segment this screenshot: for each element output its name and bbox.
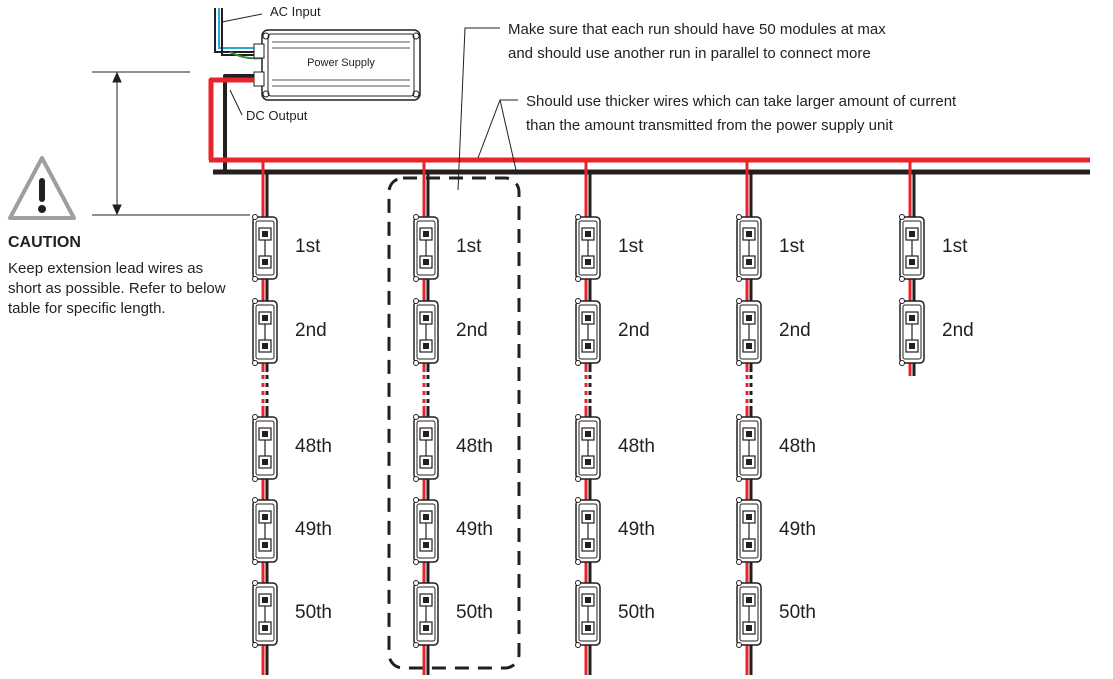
led-module	[899, 214, 925, 282]
led-module	[575, 414, 601, 482]
run-2	[413, 160, 439, 675]
module-order-label: 2nd	[618, 320, 650, 341]
power-supply-unit	[253, 29, 421, 101]
run-1	[252, 160, 278, 675]
run-3	[575, 160, 601, 675]
led-module	[252, 414, 278, 482]
thicker-wires-note-line2: than the amount transmitted from the pow…	[526, 117, 893, 134]
module-order-label: 1st	[456, 236, 482, 257]
led-module	[252, 214, 278, 282]
caution-title: CAUTION	[8, 234, 81, 251]
power-supply-label: Power Supply	[307, 57, 375, 69]
led-module	[413, 214, 439, 282]
led-module	[413, 414, 439, 482]
module-order-label: 1st	[779, 236, 805, 257]
led-module	[736, 298, 762, 366]
max-modules-note-line2: and should use another run in parallel t…	[508, 45, 871, 62]
led-module	[899, 298, 925, 366]
length-dimension	[92, 71, 250, 216]
runs	[252, 160, 925, 675]
module-order-label: 49th	[779, 519, 816, 540]
module-order-label: 50th	[456, 602, 493, 623]
ac-input-wires	[214, 8, 263, 60]
ac-input-label: AC Input	[270, 4, 321, 19]
module-order-label: 1st	[295, 236, 321, 257]
dc-output-label: DC Output	[246, 108, 308, 123]
thicker-wires-note-line1: Should use thicker wires which can take …	[526, 93, 957, 110]
led-module	[575, 298, 601, 366]
dc-output-wires	[208, 74, 254, 172]
module-order-label: 2nd	[942, 320, 974, 341]
led-module	[575, 580, 601, 648]
max-modules-note-line1: Make sure that each run should have 50 m…	[508, 21, 886, 38]
module-order-label: 49th	[295, 519, 332, 540]
module-order-label: 2nd	[295, 320, 327, 341]
module-order-label: 49th	[456, 519, 493, 540]
module-order-label: 48th	[456, 436, 493, 457]
run-gap	[743, 372, 755, 406]
main-bus	[209, 157, 1090, 175]
led-module	[252, 298, 278, 366]
module-order-label: 1st	[618, 236, 644, 257]
run-gap	[259, 372, 271, 406]
module-order-label: 2nd	[456, 320, 488, 341]
led-module	[736, 214, 762, 282]
module-order-label: 50th	[295, 602, 332, 623]
module-order-label: 48th	[295, 436, 332, 457]
run-4	[736, 160, 762, 675]
led-module	[736, 580, 762, 648]
led-module	[413, 298, 439, 366]
module-order-label: 50th	[779, 602, 816, 623]
run-gap	[582, 372, 594, 406]
module-order-label: 50th	[618, 602, 655, 623]
led-module	[736, 497, 762, 565]
module-order-label: 2nd	[779, 320, 811, 341]
led-module	[575, 214, 601, 282]
note-leaders	[457, 27, 518, 191]
led-module	[413, 580, 439, 648]
led-module	[252, 497, 278, 565]
module-order-label: 1st	[942, 236, 968, 257]
module-order-label: 49th	[618, 519, 655, 540]
highlighted-run-frame	[387, 176, 521, 670]
run-5	[899, 160, 925, 376]
led-module	[252, 580, 278, 648]
led-module	[736, 414, 762, 482]
module-order-label: 48th	[779, 436, 816, 457]
led-module	[413, 497, 439, 565]
run-gap	[420, 372, 432, 406]
warning-triangle-icon	[8, 156, 76, 220]
caution-text: Keep extension lead wires as short as po…	[8, 260, 226, 317]
module-order-label: 48th	[618, 436, 655, 457]
led-module	[575, 497, 601, 565]
